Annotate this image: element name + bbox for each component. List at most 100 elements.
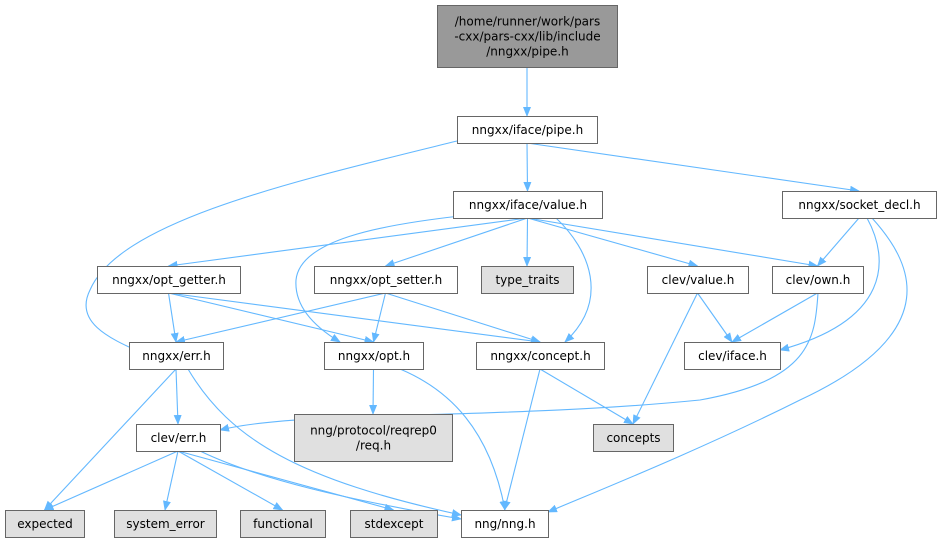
node-box <box>97 266 241 294</box>
node-socket-decl[interactable]: nngxx/socket_decl.h <box>782 191 937 219</box>
node-box <box>647 266 749 294</box>
node-label: nngxx/opt_getter.h <box>112 273 226 287</box>
node-box <box>314 266 458 294</box>
node-box <box>294 414 453 462</box>
node-clev-own[interactable]: clev/own.h <box>772 266 864 294</box>
node-label: clev/own.h <box>786 273 851 287</box>
node-box <box>481 266 574 294</box>
node-label: nngxx/concept.h <box>490 349 590 363</box>
edge-opt_setter-to-concept <box>385 292 541 344</box>
edge-clev_err-to-stdexcept <box>177 450 395 512</box>
edge-opt_setter-to-opt <box>371 292 387 343</box>
node-label: /nngxx/pipe.h <box>486 45 569 59</box>
edge-iface_pipe-to-err <box>85 140 458 363</box>
node-label: expected <box>17 517 73 531</box>
node-box <box>593 424 674 452</box>
node-box <box>457 116 598 144</box>
node-label: nngxx/err.h <box>142 349 210 363</box>
edge-clev_err-to-functional <box>177 450 284 511</box>
node-label: clev/err.h <box>151 431 207 445</box>
node-system-error: system_error <box>114 510 217 538</box>
edge-opt-to-reqrep0 <box>369 368 378 415</box>
node-label: functional <box>253 517 313 531</box>
node-label: concepts <box>606 431 660 445</box>
node-label: nngxx/opt_setter.h <box>330 273 442 287</box>
node-box <box>453 191 603 219</box>
node-box <box>129 342 224 370</box>
edge-iface_value-to-concept <box>555 217 592 343</box>
edge-clev_err-to-system_error <box>163 450 179 511</box>
node-stdexcept: stdexcept <box>350 510 438 538</box>
node-label: nngxx/iface/value.h <box>469 198 587 212</box>
node-opt-getter[interactable]: nngxx/opt_getter.h <box>97 266 241 294</box>
node-functional: functional <box>240 510 326 538</box>
node-iface-value[interactable]: nngxx/iface/value.h <box>453 191 603 219</box>
node-clev-err[interactable]: clev/err.h <box>136 424 221 452</box>
node-box <box>114 510 217 538</box>
node-box <box>772 266 864 294</box>
edge-iface_value-to-clev_own <box>527 217 819 269</box>
node-label: clev/value.h <box>662 273 735 287</box>
node-box <box>324 342 424 370</box>
node-box <box>476 342 605 370</box>
node-box <box>461 510 549 538</box>
node-err[interactable]: nngxx/err.h <box>129 342 224 370</box>
node-label: nngxx/iface/pipe.h <box>472 123 583 137</box>
node-iface-pipe[interactable]: nngxx/iface/pipe.h <box>457 116 598 144</box>
node-type-traits: type_traits <box>481 266 574 294</box>
edge-clev_value-to-concepts <box>632 292 698 425</box>
edge-opt_setter-to-err <box>175 292 386 344</box>
node-label: /home/runner/work/pars <box>455 15 600 29</box>
edge-iface_pipe-to-socket_decl <box>526 142 860 194</box>
node-expected: expected <box>5 510 85 538</box>
node-label: nngxx/socket_decl.h <box>798 198 920 212</box>
edge-opt_getter-to-concept <box>168 292 541 345</box>
node-label: /req.h <box>356 439 391 453</box>
node-box <box>350 510 438 538</box>
node-reqrep0: nng/protocol/reqrep0/req.h <box>294 414 453 462</box>
node-label: type_traits <box>495 273 559 287</box>
node-box <box>5 510 85 538</box>
node-box <box>240 510 326 538</box>
edge-clev_value-to-clev_iface <box>697 292 733 343</box>
node-label: nng/nng.h <box>474 517 535 531</box>
edge-iface_value-to-opt_setter <box>384 217 528 267</box>
node-label: nng/protocol/reqrep0 <box>310 424 437 438</box>
node-box <box>684 342 781 370</box>
edges <box>43 67 908 522</box>
node-clev-iface[interactable]: clev/iface.h <box>684 342 781 370</box>
edge-clev_err-to-expected <box>43 450 179 511</box>
nodes: /home/runner/work/pars-cxx/pars-cxx/lib/… <box>5 5 937 538</box>
node-concept[interactable]: nngxx/concept.h <box>476 342 605 370</box>
node-clev-value[interactable]: clev/value.h <box>647 266 749 294</box>
edge-iface_value-to-opt_getter <box>167 217 528 269</box>
edge-clev_own-to-clev_iface <box>731 292 818 343</box>
node-label: system_error <box>126 517 205 531</box>
edge-socket_decl-to-nng <box>547 217 908 513</box>
node-opt[interactable]: nngxx/opt.h <box>324 342 424 370</box>
node-concepts: concepts <box>593 424 674 452</box>
node-label: clev/iface.h <box>698 349 767 363</box>
edge-concept-to-concepts <box>539 368 634 425</box>
edge-iface_value-to-clev_value <box>527 217 699 268</box>
node-box <box>782 191 937 219</box>
edge-iface_value-to-opt <box>295 215 461 343</box>
node-nng[interactable]: nng/nng.h <box>461 510 549 538</box>
edge-iface_value-to-type_traits <box>523 217 532 267</box>
node-opt-setter[interactable]: nngxx/opt_setter.h <box>314 266 458 294</box>
node-box <box>136 424 221 452</box>
edge-concept-to-nng <box>502 368 541 511</box>
edge-iface_pipe-to-iface_value <box>523 142 532 192</box>
node-root[interactable]: /home/runner/work/pars-cxx/pars-cxx/lib/… <box>437 5 618 68</box>
node-label: stdexcept <box>365 517 424 531</box>
node-label: nngxx/opt.h <box>338 349 410 363</box>
edge-err-to-clev_err <box>173 368 182 425</box>
edge-err-to-nng <box>187 368 462 517</box>
edge-opt_getter-to-opt <box>168 292 375 344</box>
edge-opt_getter-to-err <box>167 292 179 343</box>
node-box <box>437 5 618 68</box>
edge-socket_decl-to-clev_own <box>816 217 860 267</box>
edge-err-to-expected <box>43 368 177 511</box>
edge-opt-to-nng <box>399 368 508 511</box>
